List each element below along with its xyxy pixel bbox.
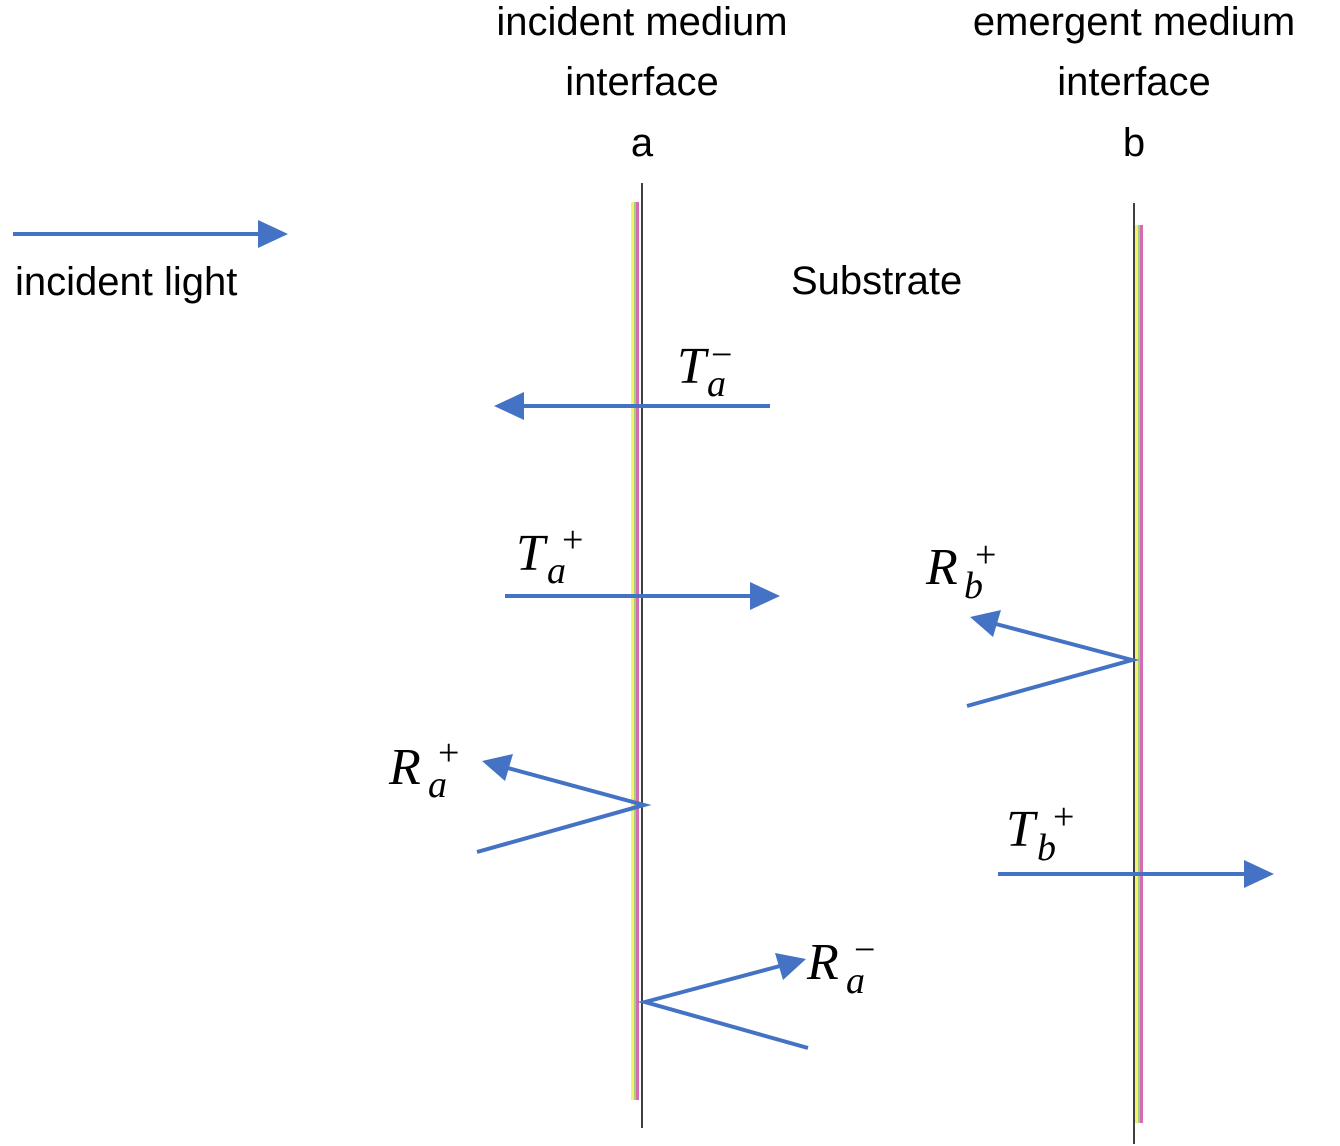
ta-plus-superscript: +: [562, 519, 583, 561]
interface-a-letter: a: [631, 121, 654, 165]
label-ta-plus: T a +: [516, 519, 583, 592]
interface-a-title-line2: interface: [565, 60, 718, 104]
ra-minus-arrowhead: [775, 953, 806, 980]
ta-plus-subscript: a: [547, 550, 566, 592]
interface-a-coating-yellow: [631, 202, 634, 1100]
ta-minus-ray: [494, 392, 770, 420]
rb-plus-ray: [966, 610, 1140, 708]
legend-incident-light: incident light: [13, 220, 288, 304]
interface-b-header: emergent medium interface b: [973, 0, 1295, 165]
tb-plus-superscript: +: [1053, 796, 1074, 838]
label-ra-minus: R a −: [806, 929, 875, 1002]
tb-plus-subscript: b: [1037, 827, 1056, 869]
interface-a-header: incident medium interface a: [496, 0, 787, 165]
label-rb-plus: R b +: [925, 534, 996, 607]
ra-plus-subscript: a: [428, 764, 447, 806]
interface-a: [631, 183, 643, 1128]
legend-arrow-head: [258, 220, 288, 248]
ra-plus-shaft: [476, 766, 652, 854]
ra-plus-ray: [476, 754, 652, 854]
ra-minus-shaft: [637, 964, 809, 1050]
interface-a-coating-green: [634, 202, 636, 1100]
ta-plus-ray: [505, 582, 780, 610]
ta-minus-subscript: a: [707, 363, 726, 405]
legend-label: incident light: [15, 260, 237, 304]
ra-minus-subscript: a: [846, 960, 865, 1002]
interface-b-title-line2: interface: [1057, 60, 1210, 104]
ta-minus-arrowhead: [494, 392, 524, 420]
rb-plus-symbol: R: [925, 539, 958, 596]
ra-plus-symbol: R: [388, 739, 421, 796]
ra-minus-superscript: −: [854, 929, 875, 971]
interface-b-coating-yellow: [1135, 225, 1138, 1123]
substrate-label: Substrate: [791, 259, 962, 303]
interface-b-coating-magenta: [1140, 225, 1143, 1123]
label-tb-plus: T b +: [1006, 796, 1074, 869]
ra-plus-arrowhead: [482, 754, 513, 781]
rb-plus-superscript: +: [975, 534, 996, 576]
rb-plus-shaft: [966, 622, 1140, 708]
rb-plus-subscript: b: [964, 565, 983, 607]
label-ta-minus: T a −: [677, 334, 732, 405]
interface-a-coating-magenta: [636, 202, 639, 1100]
interface-b-letter: b: [1123, 121, 1145, 165]
ra-minus-symbol: R: [806, 934, 839, 991]
ra-plus-superscript: +: [438, 732, 459, 774]
interface-a-title-line1: incident medium: [496, 0, 787, 44]
tb-plus-symbol: T: [1006, 801, 1038, 858]
interface-b-coating-green: [1138, 225, 1140, 1123]
rb-plus-arrowhead: [970, 610, 1001, 637]
ta-plus-symbol: T: [516, 525, 548, 582]
ra-minus-ray: [637, 953, 809, 1050]
label-ra-plus: R a +: [388, 732, 459, 806]
ta-plus-arrowhead: [750, 582, 780, 610]
ta-minus-symbol: T: [677, 338, 709, 395]
interface-b-title-line1: emergent medium: [973, 0, 1295, 44]
tb-plus-ray: [998, 860, 1274, 888]
ta-minus-superscript: −: [711, 334, 732, 376]
tb-plus-arrowhead: [1244, 860, 1274, 888]
interface-b: [1133, 203, 1143, 1144]
